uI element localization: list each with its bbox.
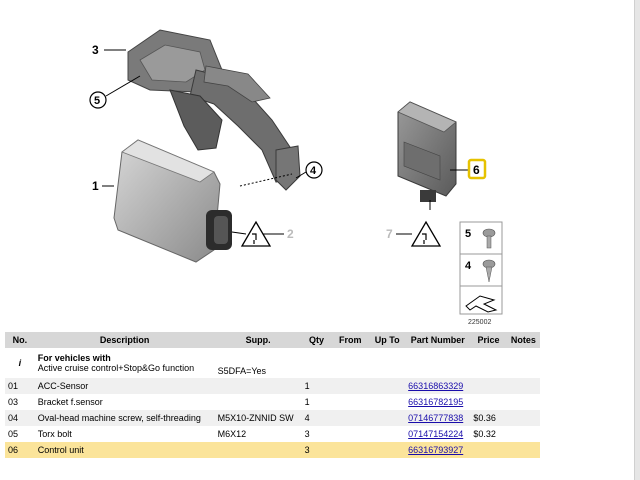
control-unit-illustration	[397, 101, 457, 202]
row-description: Bracket f.sensor	[34, 394, 215, 410]
part-number-link[interactable]: 66316793927	[408, 445, 464, 455]
info-detail: Active cruise control+Stop&Go function	[37, 363, 195, 373]
torx-bolt-icon	[482, 228, 496, 249]
row-qty: 3	[301, 426, 332, 442]
table-row[interactable]: 03 Bracket f.sensor 1 66316782195	[5, 394, 540, 410]
row-price	[470, 442, 507, 458]
warning-triangle-icon	[240, 220, 272, 247]
table-row[interactable]: 05 Torx bolt M6X12 3 07147154224 $0.32	[5, 426, 540, 442]
callout-6[interactable]: 6	[473, 163, 480, 177]
row-no: 01	[5, 378, 35, 394]
header-description: Description	[34, 332, 215, 348]
header-part-number: Part Number	[405, 332, 471, 348]
row-description: Control unit	[34, 442, 215, 458]
parts-table: No. Description Supp. Qty From Up To Par…	[5, 332, 540, 458]
acc-sensor-illustration	[113, 139, 232, 263]
row-qty: 4	[301, 410, 332, 426]
vertical-scrollbar[interactable]	[634, 0, 640, 480]
callout-2[interactable]: 2	[287, 227, 294, 241]
header-notes: Notes	[506, 332, 540, 348]
part-number-link[interactable]: 07147154224	[408, 429, 464, 439]
image-number: 225002	[468, 319, 491, 326]
row-no: 06	[5, 442, 35, 458]
callout-4-circle	[305, 161, 323, 179]
row-supp	[214, 442, 302, 458]
row-price: $0.32	[470, 426, 507, 442]
info-icon: i	[5, 348, 35, 378]
arrow-icon	[465, 295, 498, 313]
row-no: 03	[5, 394, 35, 410]
row-supp	[214, 378, 302, 394]
row-supp	[214, 394, 302, 410]
row-price	[470, 378, 507, 394]
row-no: 04	[5, 410, 35, 426]
callout-7[interactable]: 7	[386, 227, 393, 241]
info-row: i For vehicles with Active cruise contro…	[5, 348, 540, 378]
warning-triangle-icon	[410, 220, 442, 247]
info-supp: S5DFA=Yes	[214, 348, 302, 378]
callout-4[interactable]: 4	[310, 165, 317, 177]
header-no: No.	[5, 332, 35, 348]
legend-hardware: 5 4 225002	[459, 221, 503, 326]
table-row[interactable]: 04 Oval-head machine screw, self-threadi…	[5, 410, 540, 426]
table-row[interactable]: 01 ACC-Sensor 1 66316863329	[5, 378, 540, 394]
row-description: Torx bolt	[34, 426, 215, 442]
info-description: For vehicles with Active cruise control+…	[34, 348, 215, 378]
header-qty: Qty	[301, 332, 332, 348]
header-supp: Supp.	[214, 332, 302, 348]
row-description: Oval-head machine screw, self-threading	[34, 410, 215, 426]
callout-lines	[102, 49, 468, 235]
part-number-link[interactable]: 07146777838	[408, 413, 464, 423]
parts-diagram: 3 5 1 4 2 6 7 5 4 225002	[89, 29, 503, 326]
table-row-selected[interactable]: 06 Control unit 3 66316793927	[5, 442, 540, 458]
legend-item-5-label: 5	[465, 228, 471, 240]
row-qty: 1	[301, 378, 332, 394]
row-description: ACC-Sensor	[34, 378, 215, 394]
callout-5[interactable]: 5	[94, 95, 100, 107]
part-number-link[interactable]: 66316863329	[408, 381, 464, 391]
callout-5-circle	[89, 91, 107, 109]
row-no: 05	[5, 426, 35, 442]
header-up-to: Up To	[369, 332, 406, 348]
header-price: Price	[470, 332, 507, 348]
row-qty: 3	[301, 442, 332, 458]
callout-1[interactable]: 1	[92, 179, 99, 193]
table-header: No. Description Supp. Qty From Up To Par…	[5, 332, 540, 348]
row-qty: 1	[301, 394, 332, 410]
callout-3[interactable]: 3	[92, 43, 99, 57]
row-supp: M6X12	[214, 426, 302, 442]
info-title: For vehicles with	[37, 353, 111, 363]
part-number-link[interactable]: 66316782195	[408, 397, 464, 407]
bracket-illustration	[127, 29, 301, 191]
header-from: From	[331, 332, 370, 348]
row-price: $0.36	[470, 410, 507, 426]
callout-6-highlight	[467, 158, 487, 180]
machine-screw-icon	[482, 259, 496, 283]
row-price	[470, 394, 507, 410]
row-supp: M5X10-ZNNID SW	[214, 410, 302, 426]
legend-item-4-label: 4	[465, 260, 472, 272]
